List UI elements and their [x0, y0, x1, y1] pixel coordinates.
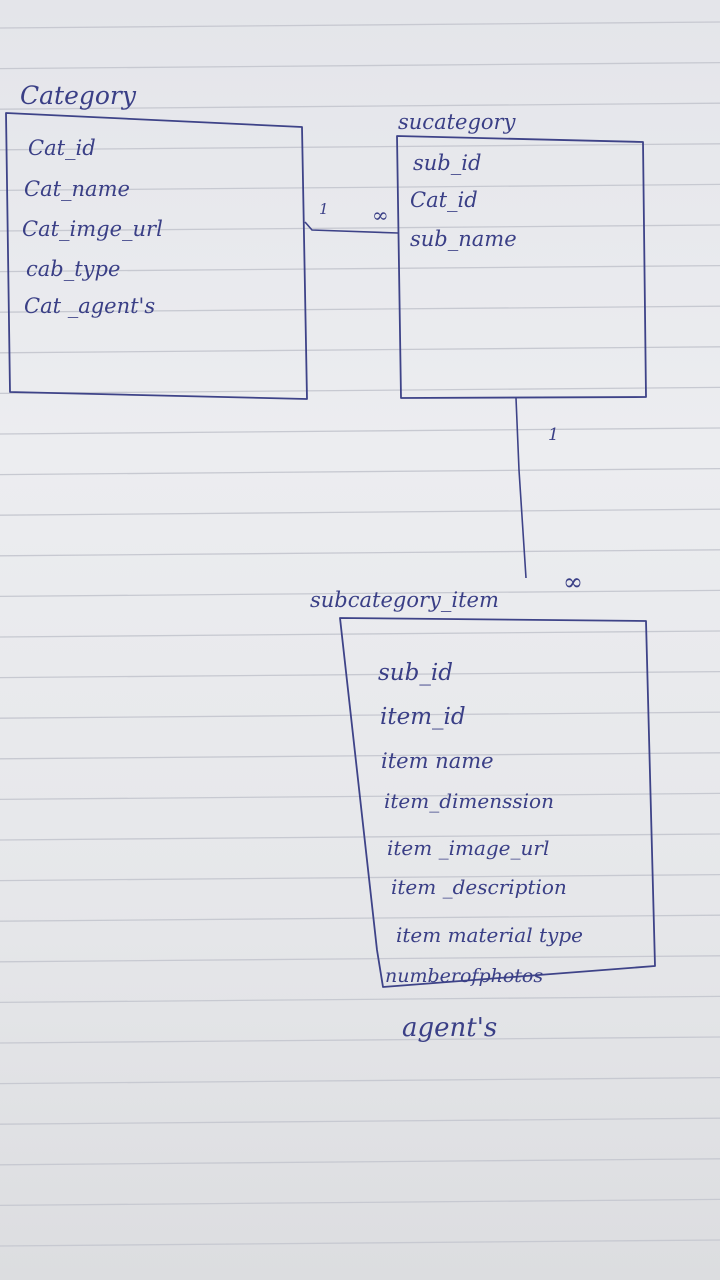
- entity-box: [339, 617, 656, 988]
- entity-subcategory-item: subcategory_item sub_id item_id item nam…: [310, 588, 656, 1043]
- rule-line: [0, 508, 720, 516]
- rule-line: [0, 264, 720, 273]
- cardinality-many: ∞: [563, 568, 583, 596]
- entity-field: item _image_url: [387, 836, 549, 860]
- rule-line: [0, 833, 720, 841]
- rule-line: [0, 386, 720, 395]
- rule-line: [0, 914, 720, 922]
- rule-line: [0, 1158, 720, 1166]
- rule-line: [0, 955, 720, 963]
- rule-line: [0, 1239, 720, 1247]
- entity-trailing-field: agent's: [402, 1013, 497, 1043]
- rule-line: [0, 1036, 720, 1044]
- rule-line: [0, 61, 720, 70]
- entity-field: item_dimenssion: [384, 789, 554, 813]
- rule-line: [0, 1198, 720, 1207]
- entity-field: item_id: [380, 704, 466, 730]
- rule-line: [0, 589, 720, 598]
- rule-line: [0, 630, 720, 638]
- entity-field: item material type: [396, 923, 583, 947]
- entity-field: Cat_name: [24, 177, 130, 201]
- entity-field: sub_name: [410, 227, 517, 251]
- rule-line: [0, 467, 720, 476]
- entity-title: Category: [20, 81, 137, 110]
- rule-line: [0, 752, 720, 760]
- rule-line: [0, 346, 720, 354]
- ruled-lines: [0, 21, 720, 1247]
- cardinality-many: ∞: [372, 203, 389, 227]
- rule-line: [0, 670, 720, 679]
- entity-field: Cat_id: [410, 188, 478, 212]
- entity-field: sub_id: [378, 660, 453, 686]
- rule-line: [0, 183, 720, 192]
- rule-line: [0, 427, 720, 435]
- rule-line: [0, 102, 720, 110]
- entity-field: Cat_id: [28, 136, 96, 160]
- entity-title: subcategory_item: [310, 588, 499, 612]
- rule-line: [0, 1076, 720, 1085]
- entity-field: item _description: [391, 875, 567, 899]
- rule-line: [0, 224, 720, 232]
- entity-title: sucategory: [398, 110, 517, 134]
- entity-field: Cat_imge_url: [22, 217, 163, 241]
- relationship-line: [304, 221, 399, 234]
- rule-line: [0, 21, 720, 29]
- entity-field: numberofphotos: [385, 965, 543, 987]
- entity-field: cab_type: [26, 257, 120, 281]
- entity-category: Category Cat_id Cat_name Cat_imge_url ca…: [5, 81, 308, 400]
- rule-line: [0, 1117, 720, 1125]
- rule-line: [0, 549, 720, 557]
- relationship-subcategory-item: 1 ∞: [515, 397, 583, 596]
- cardinality-one: 1: [548, 425, 559, 445]
- entity-field: item name: [381, 749, 494, 773]
- entity-box: [396, 135, 647, 399]
- rule-line: [0, 995, 720, 1004]
- entity-box: [5, 112, 308, 400]
- cardinality-one: 1: [319, 200, 329, 218]
- entity-subcategory: sucategory sub_id Cat_id sub_name: [396, 110, 647, 399]
- rule-line: [0, 143, 720, 151]
- rule-line: [0, 873, 720, 882]
- relationship-category-subcategory: 1 ∞: [304, 200, 399, 234]
- rule-line: [0, 305, 720, 313]
- entity-field: Cat _agent's: [24, 294, 155, 318]
- rule-line: [0, 711, 720, 719]
- entity-field: sub_id: [413, 151, 481, 175]
- relationship-line: [515, 397, 527, 579]
